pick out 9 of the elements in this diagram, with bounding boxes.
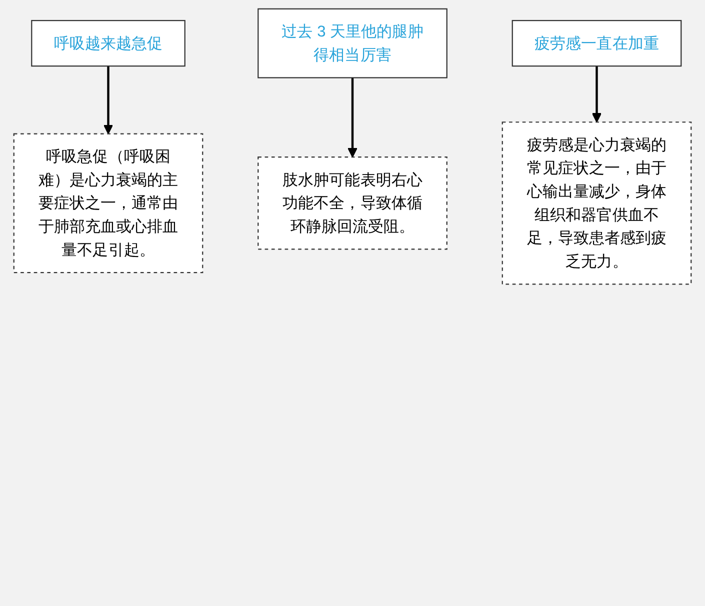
node-box: 呼吸越来越急促: [31, 20, 186, 67]
arrow: [348, 78, 358, 158]
arrow: [592, 66, 602, 123]
node-box: 过去 3 天里他的腿肿得相当厉害: [258, 8, 448, 78]
node-box: 肢水肿可能表明右心功能不全，导致体循环静脉回流受阻。: [258, 156, 448, 250]
arrow: [103, 66, 114, 134]
node-box: 呼吸急促（呼吸困难）是心力衰竭的主要症状之一，通常由于肺部充血或心排血量不足引起。: [13, 133, 204, 274]
node-box: 疲劳感是心力衰竭的常见症状之一，由于心输出量减少，身体组织和器官供血不足，导致患者感到疲乏无力。: [502, 122, 692, 285]
node-box: 疲劳感一直在加重: [512, 20, 682, 67]
